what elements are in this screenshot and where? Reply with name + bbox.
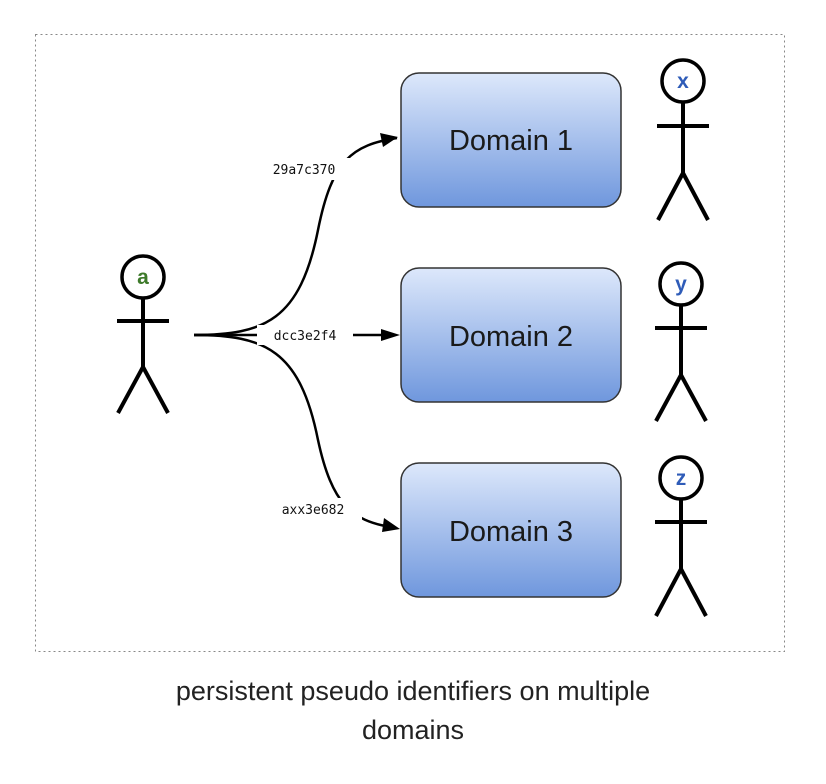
identifier-label-1: 29a7c370 [273, 163, 336, 178]
domain-box-3: Domain 3 [400, 462, 622, 598]
domain-label-1: Domain 1 [449, 125, 573, 157]
domain-label-3: Domain 3 [449, 516, 573, 548]
identifier-labels: 29a7c370 dcc3e2f4 axx3e682 [256, 158, 362, 520]
domain-box-1: Domain 1 [400, 72, 622, 208]
domain-box-2: Domain 2 [400, 267, 622, 403]
user-x-letter: x [677, 70, 689, 93]
user-a-letter: a [137, 266, 149, 289]
user-z-letter: z [676, 467, 687, 490]
arrowheads [380, 133, 400, 532]
user-y-letter: y [675, 273, 687, 296]
caption-line-2: domains [361, 715, 465, 745]
user-a-figure [116, 254, 170, 414]
arrowhead-3 [382, 518, 400, 532]
arrow-to-domain-1 [193, 136, 398, 337]
arrowhead-1 [380, 133, 398, 147]
diagram-caption: persistent pseudo identifiers on multipl… [0, 672, 826, 750]
identifier-label-2: dcc3e2f4 [274, 329, 337, 344]
user-x-figure [656, 58, 710, 221]
identifier-label-3: axx3e682 [282, 503, 345, 518]
user-z-figure [654, 455, 708, 617]
caption-line-1: persistent pseudo identifiers on multipl… [175, 676, 651, 706]
arrowhead-2 [381, 329, 400, 341]
diagram-frame [35, 34, 785, 652]
domain-label-2: Domain 2 [449, 321, 573, 353]
user-y-figure [654, 261, 708, 422]
